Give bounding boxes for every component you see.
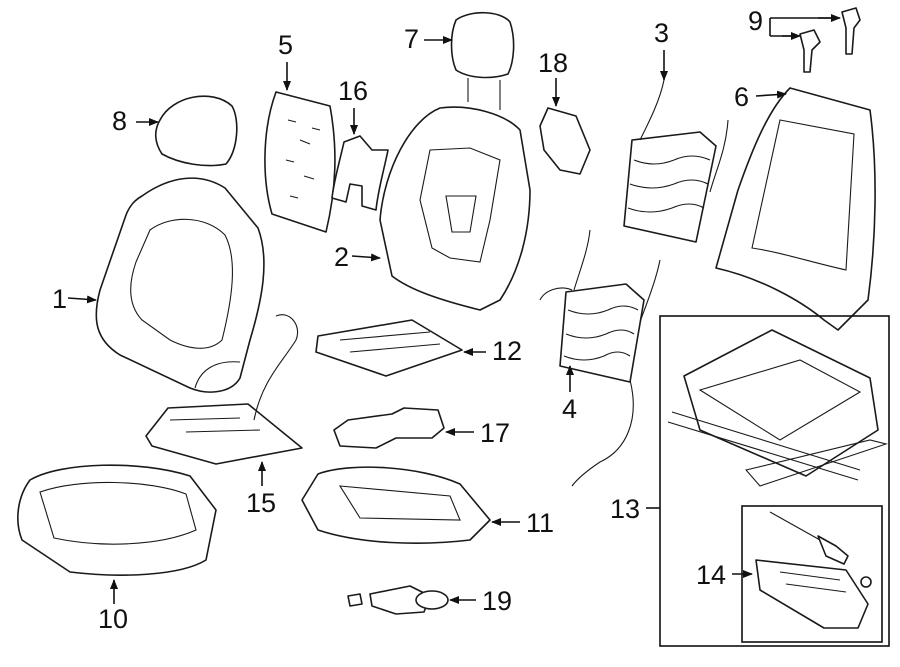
lumbar-actuator [539, 107, 591, 175]
callout-14: 14 [696, 560, 727, 590]
seat-back-frame [715, 87, 876, 331]
callout-19: 19 [482, 586, 513, 616]
callout-7: 7 [404, 24, 420, 54]
callout-12: 12 [492, 336, 523, 366]
callout-15: 15 [246, 488, 277, 518]
seat-cushion-cover-left [17, 464, 217, 576]
back-pad [264, 91, 336, 233]
seat-cushion-pad [301, 466, 491, 544]
callout-8: 8 [112, 106, 128, 136]
callout-10: 10 [98, 604, 129, 634]
callout-17: 17 [480, 418, 511, 448]
callout-5: 5 [278, 30, 294, 60]
bolts [799, 7, 861, 73]
callout-4: 4 [562, 394, 578, 424]
callout-9: 9 [748, 6, 764, 36]
leader-lines [67, 14, 841, 604]
callout-13: 13 [610, 494, 641, 524]
headrest-top [450, 11, 515, 110]
seat-switch [755, 511, 872, 629]
seat-heater-base [145, 314, 303, 465]
callout-3: 3 [654, 18, 670, 48]
seat-track-frame [667, 329, 888, 487]
callout-1: 1 [52, 284, 68, 314]
callout-16: 16 [338, 76, 369, 106]
seat-back-cover [95, 177, 265, 393]
callout-6: 6 [734, 82, 750, 112]
adjuster-motor [347, 585, 449, 615]
back-spring-lower [539, 229, 661, 487]
headrest-left [154, 95, 238, 167]
seat-track-box [659, 315, 890, 647]
back-spring-upper [623, 79, 729, 243]
callout-18: 18 [538, 48, 569, 78]
seat-back-trim [379, 106, 531, 311]
callout-2: 2 [334, 242, 350, 272]
seat-insert [333, 407, 445, 449]
callout-11: 11 [526, 508, 555, 538]
back-insert [331, 135, 389, 211]
seat-pad-upper [315, 319, 463, 377]
